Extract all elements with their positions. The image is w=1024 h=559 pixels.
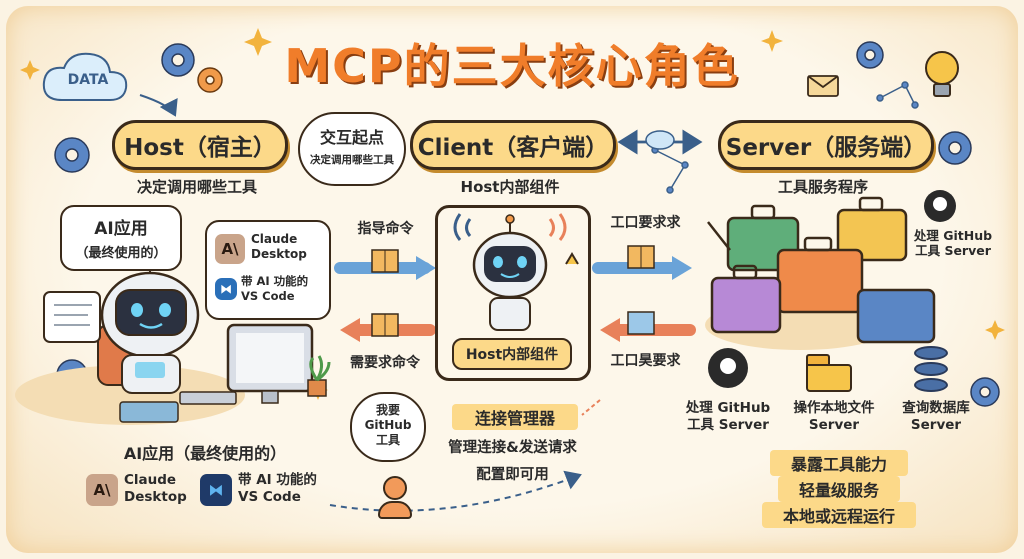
server-pill: Server（服务端） <box>718 120 934 170</box>
server-label-github: 处理 GitHub 工具 Server <box>685 400 771 433</box>
data-cloud-label: DATA <box>67 72 109 88</box>
gear-icon <box>54 137 90 173</box>
server-caption: 工具服务程序 <box>777 178 868 196</box>
gear-icon <box>197 67 223 93</box>
thought-bubble: 交互起点 决定调用哪些工具 <box>298 112 406 186</box>
person-speech-bubble: 我要 GitHub 工具 <box>350 392 426 462</box>
host-bottom-caption: AI应用（最终使用的） <box>123 444 287 463</box>
vscode-icon: ⧓ <box>215 278 237 300</box>
client-caption: Host内部组件 <box>460 178 560 196</box>
gear-icon <box>856 41 884 69</box>
host-app-bubble-subtitle: （最终使用的） <box>75 246 167 261</box>
thought-bubble-subtitle: 决定调用哪些工具 <box>310 154 394 166</box>
claude-icon: A\ <box>215 234 245 264</box>
vscode-label: 带 AI 功能的 VS Code <box>241 274 309 303</box>
github-server-top-label: 处理 GitHub 工具 Server <box>913 228 993 258</box>
person-speech-text: 我要 GitHub 工具 <box>364 403 412 447</box>
network-icon <box>651 81 919 194</box>
thought-bubble-title: 交互起点 <box>319 128 384 147</box>
vscode-label: 带 AI 功能的 VS Code <box>238 472 317 505</box>
github-icon <box>708 348 748 388</box>
claude-icon: A\ <box>86 474 118 506</box>
host-pill: Host（宿主） <box>112 120 288 170</box>
claude-desktop-label: Claude Desktop <box>124 472 187 505</box>
server-feature-lightweight: 轻量级服务 <box>778 476 900 502</box>
claude-desktop-label: Claude Desktop <box>251 232 307 261</box>
client-feature-connection-manager: 连接管理器 <box>452 404 578 430</box>
client-feature-config-ready: 配置即可用 <box>476 467 549 483</box>
host-caption: 决定调用哪些工具 <box>136 178 257 196</box>
small-cloud-icon <box>645 130 675 150</box>
package-icon <box>627 245 655 269</box>
database-icon <box>914 346 954 392</box>
client-feature-manage-connection: 管理连接&发送请求 <box>448 440 577 456</box>
vscode-icon: ⧓ <box>200 474 232 506</box>
gear-icon <box>161 43 195 77</box>
gear-icon <box>970 377 1000 407</box>
folder-icon <box>806 354 852 392</box>
arrow-label-tool-request: 工口要求求 <box>610 215 681 231</box>
toolbox-cluster-illustration <box>705 196 936 350</box>
github-icon <box>924 190 956 222</box>
client-pill: Client（客户端） <box>410 120 616 170</box>
package-icon <box>627 311 655 335</box>
arrow-label-guide-command: 指导命令 <box>357 221 414 237</box>
host-robot-illustration <box>15 253 331 425</box>
page-title: MCP的三大核心角色 <box>284 39 740 93</box>
package-icon <box>371 249 399 273</box>
host-app-bubble-title: AI应用 <box>94 219 148 239</box>
host-apps-panel: A\ Claude Desktop ⧓ 带 AI 功能的 VS Code <box>205 220 331 320</box>
arrow-label-request-command: 需要求命令 <box>350 355 420 371</box>
arrow-label-tool-response: 工口昊要求 <box>610 353 681 369</box>
envelope-icon <box>807 75 839 97</box>
server-feature-expose-tools: 暴露工具能力 <box>770 450 908 476</box>
client-box-label: Host内部组件 <box>452 338 572 370</box>
server-label-database: 查询数据库 Server <box>902 400 970 433</box>
package-icon <box>371 313 399 337</box>
host-app-bubble: AI应用 （最终使用的） <box>60 205 182 271</box>
server-feature-local-remote: 本地或远程运行 <box>762 502 916 528</box>
client-robot-illustration <box>453 213 579 331</box>
data-cloud-icon <box>42 52 128 101</box>
person-icon <box>378 476 412 519</box>
server-label-local-file: 操作本地文件 Server <box>793 400 875 433</box>
gear-icon <box>938 131 972 165</box>
light-bulb-icon <box>925 51 959 97</box>
